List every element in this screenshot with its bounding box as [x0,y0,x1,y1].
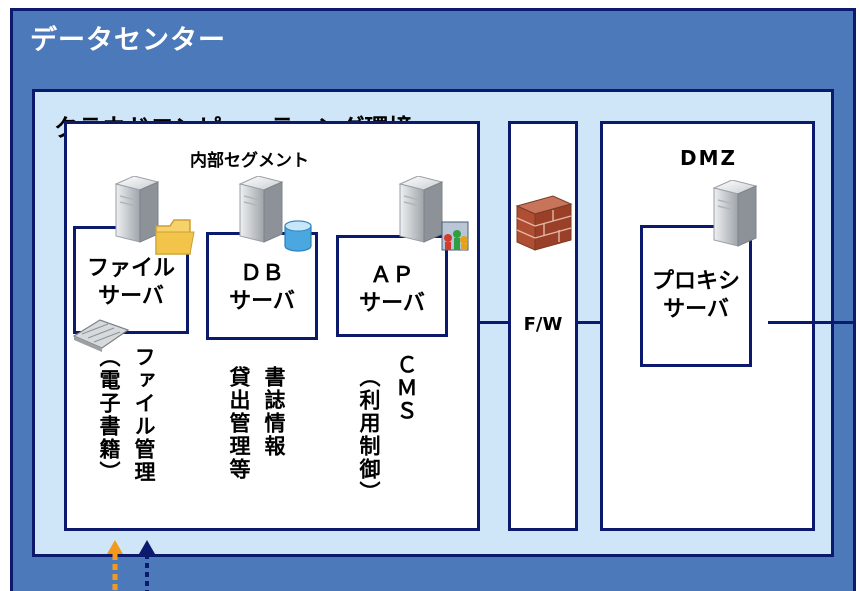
internal-segment-title: 内部セグメント [190,151,309,171]
ap-server-note-main: ＣＭＳ [394,354,418,423]
access-arrows [107,540,155,591]
file-server-note-sub: （電子書籍） [97,346,121,484]
ap-server-box [336,235,448,337]
link-internal-fw [480,321,508,324]
firewall-label: F/W [523,314,563,335]
proxy-server-icon [713,180,757,247]
link-proxy-external [768,321,856,324]
folder-server-icon [115,176,195,255]
books-icon [72,319,130,352]
db-server-note-sub: 貸出管理等 [227,366,251,481]
firewall-segment [508,121,578,531]
link-fw-dmz [578,321,600,324]
datacenter-title: データセンター [30,25,226,56]
dmz-title: DMZ [680,146,738,170]
brick-wall-icon [515,195,573,251]
file-server-label: ファイル サーバ [86,256,175,309]
db-server-note-main: 書誌情報 [262,366,286,458]
ap-server-label: ＡＰ サーバ [359,263,425,316]
proxy-server-label: プロキシ サーバ [651,269,740,322]
database-server-icon [239,176,312,252]
proxy-server-box [640,225,752,367]
app-server-icon [399,176,469,251]
ap-server-note-sub: （利用制御） [357,366,381,504]
file-server-note-main: ファイル管理 [132,346,156,484]
db-server-label: ＤＢ サーバ [229,261,295,314]
